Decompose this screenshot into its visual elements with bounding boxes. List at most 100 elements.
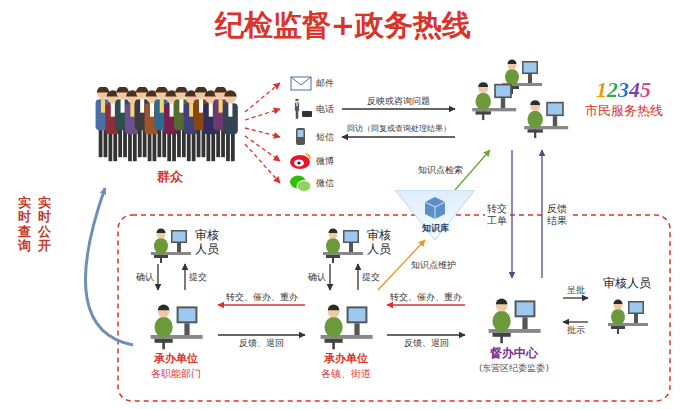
connector xyxy=(245,128,280,137)
opb-figure xyxy=(486,290,542,344)
handling-unit: 承办单位各职能部门 xyxy=(133,290,218,385)
text-stack: 知识库 xyxy=(422,223,449,233)
wb-figure xyxy=(289,151,313,171)
node-subtext: 市民服务热线 xyxy=(585,104,663,119)
connector xyxy=(387,334,465,335)
node-text: 12345 xyxy=(596,77,651,102)
edge-label: 反馈、退回 xyxy=(237,338,286,348)
node-text: 短信 xyxy=(316,132,334,142)
connector xyxy=(342,136,455,137)
channel: 微信 xyxy=(280,172,342,194)
connector xyxy=(541,150,542,278)
connector xyxy=(563,297,588,298)
node-text: 承办单位 xyxy=(324,353,368,366)
text-stack: 审核人员 xyxy=(366,229,391,257)
connector xyxy=(357,264,358,290)
center-figure xyxy=(470,53,582,143)
reviewer: 审核人员 xyxy=(312,222,400,264)
connector xyxy=(245,144,280,183)
channel: 短信 xyxy=(280,126,342,148)
node-text: 承办单位 xyxy=(154,353,198,366)
edge-label: 回访（回复或查询处理结果） xyxy=(345,124,453,133)
text-stack: 邮件 xyxy=(316,78,334,88)
wx-figure xyxy=(289,173,313,193)
edge-label: 确认 xyxy=(134,272,156,282)
reviewer: 审核人员 xyxy=(140,222,228,264)
edge-label: 确认 xyxy=(306,272,328,282)
edge-label: 提交 xyxy=(360,272,382,282)
handling-unit: 承办单位各镇、街道 xyxy=(305,290,387,385)
knowledge-base: 知识库 xyxy=(395,190,475,240)
edge-label: 反馈结果 xyxy=(545,203,569,226)
op-figure xyxy=(321,222,363,264)
tel-figure xyxy=(289,99,313,119)
sms-figure xyxy=(289,127,313,147)
connector xyxy=(218,334,305,335)
diagram-title: 纪检监督+政务热线 xyxy=(0,8,686,43)
node-text: 审核人员 xyxy=(194,229,219,257)
text-stack: 承办单位各镇、街道 xyxy=(321,353,371,379)
node-text: 督办中心 xyxy=(490,347,538,361)
node-subtext: (东营区纪委监委) xyxy=(479,363,549,373)
node-text: 微信 xyxy=(316,178,334,188)
vertical-label: 实时公开 xyxy=(38,196,51,253)
connector xyxy=(245,109,280,120)
connector xyxy=(563,321,588,322)
node-text: 群众 xyxy=(157,170,183,185)
channel: 微博 xyxy=(280,150,342,172)
connector xyxy=(342,108,455,109)
opb-figure xyxy=(148,296,204,350)
edge-label: 批示 xyxy=(565,325,587,335)
connector xyxy=(218,304,305,305)
node-text: 电话 xyxy=(316,104,334,114)
connector xyxy=(387,304,465,305)
text-stack: 审核人员 xyxy=(603,277,651,291)
node-text: 邮件 xyxy=(316,78,334,88)
opb-figure xyxy=(318,296,374,350)
edge-label: 转交、催办、重办 xyxy=(224,292,300,302)
connector xyxy=(245,83,280,112)
text-stack: 微博 xyxy=(316,156,334,166)
node-text: 审核人员 xyxy=(603,277,651,291)
node-subtext: 各职能部门 xyxy=(151,368,201,380)
text-stack: 电话 xyxy=(316,104,334,114)
vertical-label: 实时查询 xyxy=(18,196,31,253)
edge-label: 转交工单 xyxy=(485,203,509,226)
connector xyxy=(245,136,280,161)
connector xyxy=(85,188,133,345)
supervision-center: 督办中心 (东营区纪委监委) xyxy=(465,278,563,386)
crowd: 群众 xyxy=(95,84,245,188)
edge-label: 知识点检索 xyxy=(416,165,465,175)
text-stack: 审核人员 xyxy=(194,229,219,257)
text-stack: 12345 市民服务热线 xyxy=(585,77,663,119)
edge-label: 反映或咨询问题 xyxy=(365,96,432,106)
dashed-region xyxy=(118,215,670,401)
text-stack: 督办中心 (东营区纪委监委) xyxy=(479,347,549,373)
connector xyxy=(157,264,158,290)
connector xyxy=(329,264,330,290)
mail-figure xyxy=(289,73,313,93)
op-figure xyxy=(149,222,191,264)
edge-label: 知识点维护 xyxy=(409,260,458,270)
hotline: 12345 市民服务热线 xyxy=(455,46,677,150)
edge-label: 反馈、退回 xyxy=(402,338,451,348)
node-text: 知识库 xyxy=(422,223,449,233)
kb-figure xyxy=(421,196,449,220)
channel: 电话 xyxy=(280,98,342,120)
text-stack: 短信 xyxy=(316,132,334,142)
channel: 邮件 xyxy=(280,72,342,94)
edge-label: 转交、催办、重办 xyxy=(388,292,464,302)
text-stack: 微信 xyxy=(316,178,334,188)
node-subtext: 各镇、街道 xyxy=(321,368,371,380)
edge-label: 提交 xyxy=(187,272,209,282)
connector xyxy=(511,150,512,278)
op-figure xyxy=(606,293,648,335)
crowd-figure xyxy=(95,87,245,167)
reviewer: 审核人员 xyxy=(588,270,666,342)
text-stack: 群众 xyxy=(157,170,183,185)
connector xyxy=(184,264,185,290)
node-text: 微博 xyxy=(316,156,334,166)
